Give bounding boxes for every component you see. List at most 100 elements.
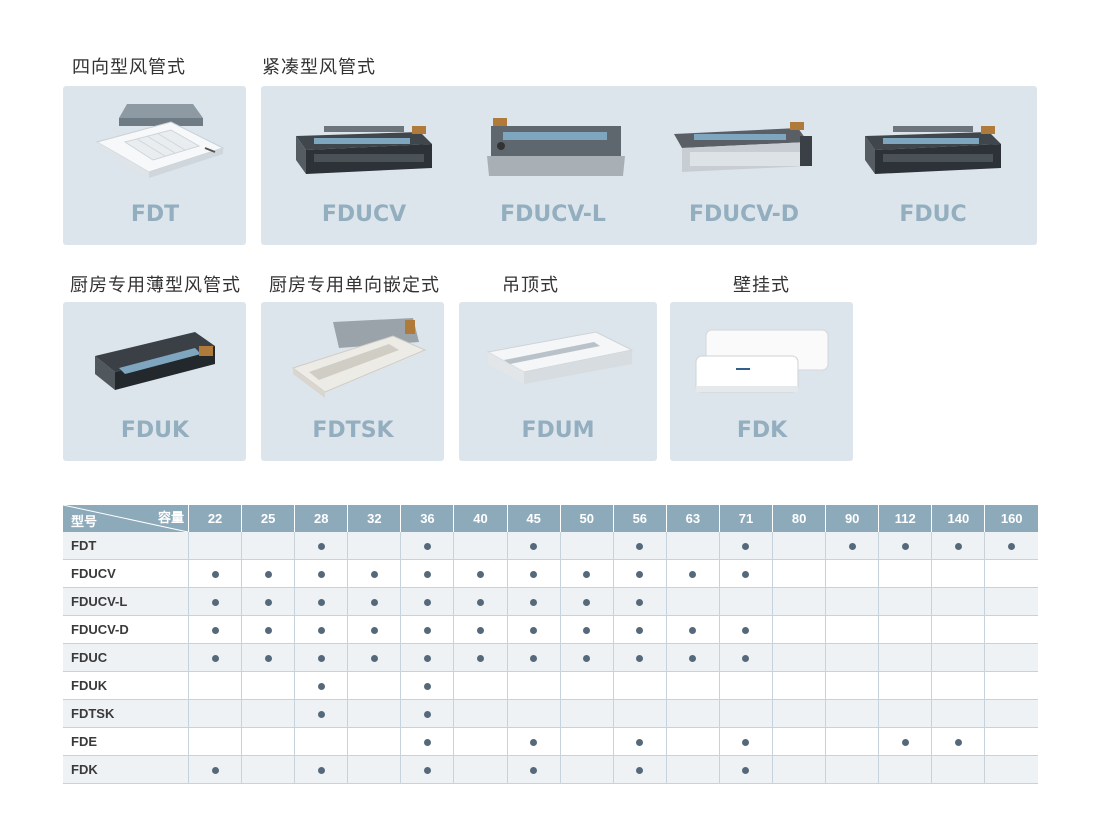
capacity-cell [878,643,933,672]
table-corner-cell: 容量 型号 [63,505,189,532]
available-dot-icon [423,711,431,718]
available-dot-icon [583,599,591,606]
capacity-cell [507,615,561,644]
capacity-cell [241,532,296,560]
capacity-cell [560,671,614,700]
capacity-cell [294,587,349,616]
capacity-cell [294,532,349,560]
table-row: FDUCV [63,559,1038,588]
product-fducv[interactable]: FDUCV [284,86,444,246]
product-fducv-l[interactable]: FDUCV-L [473,86,633,246]
capacity-cell [400,755,455,784]
capacity-cell [507,587,561,616]
capacity-cell [453,755,508,784]
duct-unit-d-image [674,122,812,172]
available-dot-icon [530,739,538,746]
capacity-cell [560,615,614,644]
row-model-name: FDTSK [63,699,189,728]
capacity-cell [719,643,774,672]
capacity-cell [666,727,720,756]
capacity-cell [666,615,720,644]
duct-unit-c-image [865,126,1001,174]
capacity-header-row: 容量 型号 22 25 28 32 36 40 45 50 56 63 71 8… [63,505,1038,532]
product-fduk[interactable]: FDUK [75,302,235,462]
capacity-cell [613,727,667,756]
capacity-header: 80 [772,505,827,532]
product-fduc[interactable]: FDUC [853,86,1013,246]
available-dot-icon [423,739,431,746]
duct-unit-image [296,126,432,174]
capacity-header: 45 [507,505,561,532]
capacity-cell [400,671,455,700]
capacity-cell [560,532,614,560]
card-kitchen-thin: FDUK [63,302,246,461]
product-label-fduc: FDUC [899,202,967,227]
capacity-cell [347,615,402,644]
capacity-cell [241,615,296,644]
capacity-cell [825,615,880,644]
capacity-cell [560,587,614,616]
capacity-cell [772,755,827,784]
category-title-kitchen-one-way: 厨房专用单向嵌定式 [269,275,440,296]
available-dot-icon [423,627,431,634]
available-dot-icon [742,655,750,662]
capacity-cell [825,699,880,728]
available-dot-icon [211,599,219,606]
capacity-cell [188,671,243,700]
ceiling-suspended-unit-image [486,331,634,384]
available-dot-icon [264,599,272,606]
card-four-way: FDT [63,86,246,245]
capacity-cell [666,532,720,560]
available-dot-icon [423,571,431,578]
capacity-cell [453,671,508,700]
capacity-cell [931,755,986,784]
product-label-fdtsk: FDTSK [312,418,394,443]
available-dot-icon [211,627,219,634]
product-fdum[interactable]: FDUM [478,302,638,462]
product-fducv-d[interactable]: FDUCV-D [664,86,824,246]
available-dot-icon [317,627,325,634]
available-dot-icon [317,767,325,774]
available-dot-icon [689,571,697,578]
product-label-fdum: FDUM [521,418,595,443]
capacity-cell [666,559,720,588]
available-dot-icon [317,655,325,662]
available-dot-icon [636,655,644,662]
capacity-cell [560,559,614,588]
available-dot-icon [211,767,219,774]
available-dot-icon [477,627,485,634]
corner-model-label: 型号 [71,514,98,529]
capacity-header: 25 [241,505,296,532]
available-dot-icon [636,627,644,634]
product-fdtsk[interactable]: FDTSK [273,302,433,462]
product-fdk[interactable]: FDK [682,302,842,462]
capacity-cell [347,699,402,728]
product-fdt[interactable]: FDT [75,86,235,246]
available-dot-icon [423,543,431,550]
capacity-cell [453,615,508,644]
row-model-name: FDUCV-D [63,615,189,644]
available-dot-icon [530,655,538,662]
capacity-cell [347,643,402,672]
capacity-cell [560,755,614,784]
capacity-cell [453,699,508,728]
capacity-cell [613,615,667,644]
capacity-cell [825,559,880,588]
product-label-fducv-l: FDUCV-L [500,202,606,227]
available-dot-icon [477,571,485,578]
product-label-fducv-d: FDUCV-D [688,202,800,227]
table-row: FDUCV-D [63,615,1038,644]
table-row: FDE [63,727,1038,756]
card-ceiling: FDUM [459,302,657,461]
available-dot-icon [530,571,538,578]
capacity-cell [241,587,296,616]
available-dot-icon [317,571,325,578]
available-dot-icon [370,655,378,662]
capacity-cell [931,727,986,756]
capacity-cell [507,532,561,560]
capacity-cell [453,643,508,672]
available-dot-icon [211,571,219,578]
capacity-cell [772,699,827,728]
available-dot-icon [742,767,750,774]
capacity-cell [294,755,349,784]
